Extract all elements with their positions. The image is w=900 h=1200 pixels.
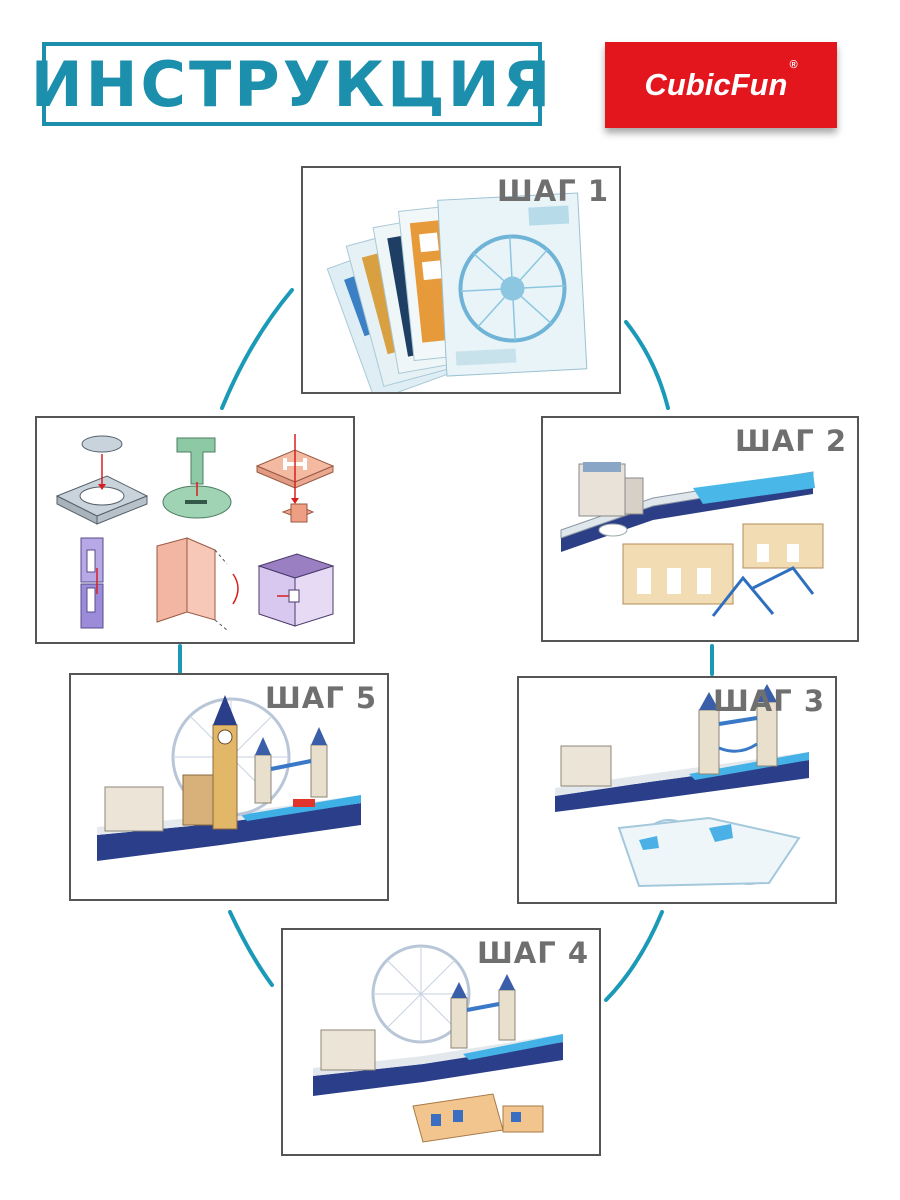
arc-step5-to-step4 [228, 910, 274, 987]
arc-step3-to-step4 [604, 910, 664, 1002]
step-1-label: ШАГ 1 [496, 174, 609, 208]
base-and-bridge-parts-image [560, 462, 824, 617]
step-3-label: ШАГ 3 [712, 684, 825, 718]
step-4-label: ШАГ 4 [476, 936, 589, 970]
london-eye-added-image [313, 944, 563, 1143]
tower-bridge-assembled-image [555, 684, 809, 888]
step-3-panel: ШАГ 3 [517, 676, 837, 904]
assembly-guide-panel [35, 416, 355, 644]
step-2-label: ШАГ 2 [734, 424, 847, 458]
arc-guide-to-step1 [220, 288, 294, 410]
step-2-panel: ШАГ 2 [541, 416, 859, 642]
tab-and-slot-diagram [55, 434, 335, 631]
step-5-panel: ШАГ 5 [69, 673, 389, 901]
step-4-panel: ШАГ 4 [281, 928, 601, 1156]
page-title: ИНСТРУКЦИЯ [30, 47, 554, 121]
title-box: ИНСТРУКЦИЯ [31, 42, 550, 126]
arc-step1-to-step2 [624, 320, 670, 410]
big-ben-completed-image [97, 695, 361, 861]
printed-sheets-image [326, 192, 588, 392]
step-1-panel: ШАГ 1 [301, 166, 621, 394]
step-5-label: ШАГ 5 [264, 681, 377, 715]
cubicfun-logo: CubicFun® [605, 42, 837, 128]
brand-name: CubicFun® [644, 59, 798, 102]
